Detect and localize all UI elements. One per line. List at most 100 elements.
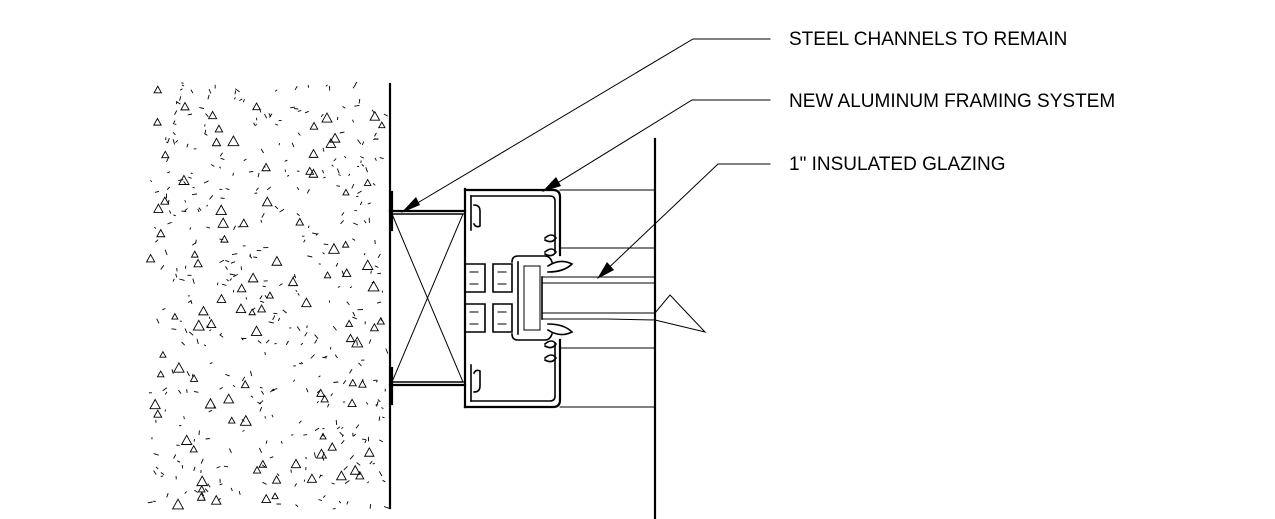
concrete-speck (316, 388, 326, 397)
concrete-speck (296, 326, 301, 331)
concrete-speck (336, 168, 340, 174)
concrete-speck (206, 204, 208, 207)
concrete-speck (230, 487, 233, 492)
concrete-speck (365, 402, 369, 405)
concrete-speck (172, 139, 176, 145)
concrete-speck (171, 498, 185, 510)
concrete-speck (210, 164, 215, 167)
concrete-speck (356, 340, 358, 346)
concrete-speck (349, 454, 354, 460)
concrete-speck (325, 84, 328, 87)
concrete-speck (314, 339, 318, 344)
leader-line-steel-channels (403, 38, 771, 212)
concrete-speck (376, 316, 386, 325)
concrete-speck (223, 393, 235, 404)
concrete-speck (228, 448, 232, 453)
concrete-speck (219, 166, 222, 169)
concrete-speck (243, 158, 247, 162)
concrete-speck (265, 440, 268, 444)
concrete-speck (336, 116, 339, 121)
concrete-speck (279, 283, 283, 286)
concrete-speck (271, 492, 279, 500)
concrete-wall (145, 81, 392, 510)
concrete-speck (189, 374, 199, 382)
concrete-speck (292, 275, 296, 279)
concrete-speck (192, 242, 197, 246)
concrete-speck (329, 132, 341, 143)
concrete-speck (291, 142, 295, 148)
concrete-speck (225, 373, 230, 377)
concrete-speck (258, 447, 263, 453)
concrete-speck (166, 186, 171, 190)
callout-aluminum-framing: NEW ALUMINUM FRAMING SYSTEM (789, 91, 1115, 112)
concrete-speck (183, 181, 187, 185)
concrete-speck (385, 348, 389, 354)
concrete-speck (156, 228, 166, 238)
concrete-speck (323, 243, 329, 246)
concrete-speck (176, 101, 181, 105)
gasket-top-2 (543, 248, 557, 257)
gasket-bottom-2 (543, 354, 557, 363)
concrete-speck (258, 400, 264, 405)
concrete-speck (180, 434, 193, 445)
concrete-speck (367, 280, 380, 292)
concrete-speck (296, 213, 300, 216)
concrete-speck (253, 122, 256, 126)
concrete-speck (338, 500, 342, 504)
concrete-speck (278, 142, 281, 146)
concrete-speck (219, 152, 223, 157)
concrete-speck (324, 355, 328, 358)
concrete-speck (178, 389, 182, 394)
concrete-speck (360, 156, 364, 159)
concrete-speck (208, 88, 212, 94)
concrete-speck (179, 320, 183, 322)
concrete-speck (197, 208, 200, 213)
concrete-speck (261, 493, 272, 504)
concrete-speck (225, 259, 230, 263)
gasket-top-1 (543, 234, 557, 243)
concrete-speck (272, 388, 278, 391)
concrete-speck (314, 334, 319, 339)
concrete-speck (179, 88, 183, 91)
concrete-speck (375, 380, 378, 383)
concrete-speck (259, 406, 263, 412)
concrete-speck (361, 163, 365, 167)
concrete-speck (330, 393, 333, 397)
concrete-speck (359, 201, 363, 206)
concrete-speck (315, 233, 319, 236)
glazing-gasket-bottom (546, 323, 574, 336)
concrete-speck (183, 416, 185, 420)
concrete-speck (193, 466, 196, 472)
concrete-speck (352, 119, 354, 123)
concrete-speck (282, 309, 287, 314)
concrete-speck (205, 113, 209, 118)
concrete-speck (242, 430, 245, 432)
concrete-speck (238, 490, 241, 495)
concrete-speck (166, 493, 169, 498)
concrete-speck (216, 293, 227, 303)
glazing-gasket-top (546, 260, 574, 273)
concrete-speck (355, 470, 365, 480)
concrete-speck (358, 362, 362, 367)
concrete-speck (226, 278, 229, 282)
concrete-speck (187, 113, 193, 116)
concrete-speck (318, 474, 322, 479)
concrete-speck (297, 293, 300, 296)
concrete-speck (369, 504, 372, 509)
concrete-speck (210, 494, 222, 505)
concrete-speck (250, 395, 254, 398)
concrete-speck (352, 238, 356, 241)
concrete-speck (209, 362, 213, 365)
concrete-speck (248, 308, 257, 316)
concrete-speck (171, 312, 179, 320)
concrete-speck (258, 459, 268, 468)
concrete-speck (284, 169, 287, 172)
concrete-speck (227, 135, 240, 147)
concrete-speck (181, 341, 186, 346)
concrete-speck (345, 333, 356, 343)
concrete-speck (303, 479, 306, 482)
concrete-speck (204, 397, 217, 409)
concrete-speck (271, 255, 283, 266)
concrete-speck (164, 249, 168, 256)
arrowhead-aluminum-framing (542, 177, 561, 192)
